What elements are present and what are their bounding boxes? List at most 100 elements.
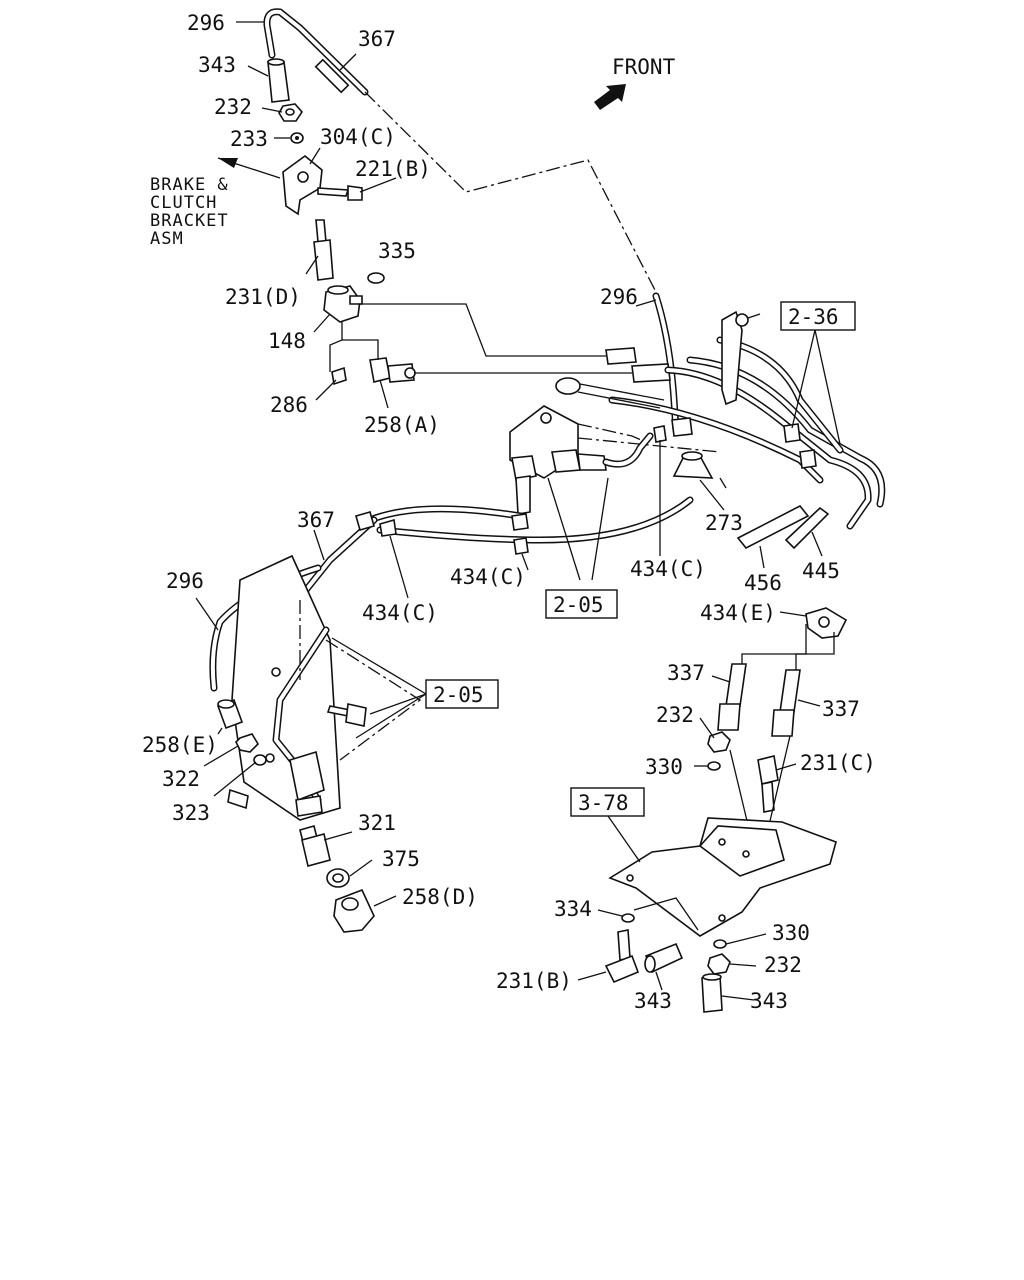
callout-434c-left: 434(C) — [362, 601, 438, 625]
callout-304c: 304(C) — [320, 125, 396, 149]
part-321 — [299, 825, 331, 867]
part-334 — [621, 913, 635, 923]
callout-296-top: 296 — [187, 11, 225, 35]
part-343-low-left — [644, 942, 684, 974]
part-335-oring — [367, 272, 385, 284]
line-148-to-286 — [329, 322, 343, 372]
callout-337-right: 337 — [822, 697, 860, 721]
callout-258d: 258(D) — [402, 885, 478, 909]
callout-232-mid: 232 — [656, 703, 694, 727]
callout-296-mid: 296 — [600, 285, 638, 309]
callout-330-mid: 330 — [645, 755, 683, 779]
callout-231d: 231(D) — [225, 285, 301, 309]
callout-343-low-left: 343 — [634, 989, 672, 1013]
callout-148: 148 — [268, 329, 306, 353]
ref-2-05-leader-a — [547, 477, 581, 581]
note-line-4: ASM — [150, 229, 184, 249]
callout-232-top: 232 — [214, 95, 252, 119]
part-337-left — [717, 663, 747, 731]
banjo-fitting — [555, 377, 665, 409]
ref-label-2-05-left: 2-05 — [433, 683, 484, 707]
fitting-right-of-block — [551, 449, 607, 473]
callout-258a: 258(A) — [364, 413, 440, 437]
ref-label-2-36: 2-36 — [788, 305, 839, 329]
ref-2-05-leader-b — [591, 477, 609, 581]
part-231d-stud — [313, 219, 334, 281]
ref-box-2-36 — [780, 301, 856, 331]
bolt-left-2-05 — [326, 703, 367, 727]
callout-343-low-right: 343 — [750, 989, 788, 1013]
ref-box-3-78 — [570, 787, 645, 817]
clips-434c-left — [355, 511, 397, 537]
part-148-valve — [323, 285, 363, 323]
callout-221b: 221(B) — [355, 157, 431, 181]
note-line-2: CLUTCH — [150, 193, 217, 213]
part-232-top — [278, 103, 304, 122]
part-343-low-right — [701, 973, 723, 1013]
top-hose-296-367 — [263, 8, 369, 96]
clips-434c-center — [511, 513, 529, 555]
clips-434c-right — [653, 417, 817, 469]
callout-273: 273 — [705, 511, 743, 535]
callout-375: 375 — [382, 847, 420, 871]
callout-434c-center: 434(C) — [450, 565, 526, 589]
callout-367-mid: 367 — [297, 508, 335, 532]
part-322 — [235, 733, 260, 753]
ref-box-2-05-left — [425, 679, 499, 709]
part-258a-fitting — [369, 357, 416, 383]
callout-334: 334 — [554, 897, 592, 921]
callout-434c-right: 434(C) — [630, 557, 706, 581]
callout-337-left: 337 — [667, 661, 705, 685]
callout-296-left: 296 — [166, 569, 204, 593]
part-258d — [333, 888, 375, 933]
chain-367 — [364, 91, 657, 293]
callout-231c: 231(C) — [800, 751, 876, 775]
callout-343-top: 343 — [198, 53, 236, 77]
part-231b — [604, 929, 640, 984]
brake-arrow-head — [218, 158, 238, 168]
line-148-to-258a — [342, 339, 379, 360]
part-231c — [757, 755, 779, 813]
callout-335: 335 — [378, 239, 416, 263]
part-296-mid-hose — [652, 292, 680, 434]
ref-box-2-05-center — [545, 589, 618, 619]
callout-323: 323 — [172, 801, 210, 825]
ref-label-2-05-center: 2-05 — [553, 593, 604, 617]
front-label: FRONT — [612, 55, 676, 79]
callout-367-top: 367 — [358, 27, 396, 51]
front-arrow-icon — [594, 84, 626, 110]
fittings-606-632 — [605, 347, 671, 383]
callout-233: 233 — [230, 127, 268, 151]
ref-label-3-78: 3-78 — [578, 791, 629, 815]
line-148-to-hose — [358, 303, 606, 357]
callout-321: 321 — [358, 811, 396, 835]
long-hose-lower — [366, 496, 694, 544]
part-456-hose — [736, 504, 810, 550]
callout-258e: 258(E) — [142, 733, 218, 757]
callout-330-low: 330 — [772, 921, 810, 945]
part-232-low — [707, 953, 731, 975]
part-233 — [290, 132, 304, 144]
part-445-hose — [784, 506, 830, 550]
callout-445: 445 — [802, 559, 840, 583]
part-375 — [326, 868, 350, 888]
leader-lines — [195, 21, 823, 1001]
part-323 — [253, 754, 267, 766]
callout-434e: 434(E) — [700, 601, 776, 625]
part-343-top — [267, 58, 290, 103]
fitting-left-of-block — [511, 455, 537, 515]
callout-232-low: 232 — [764, 953, 802, 977]
callout-322: 322 — [162, 767, 200, 791]
part-221b-bolt — [317, 185, 363, 201]
note-line-3: BRACKET — [150, 211, 229, 231]
part-330-mid — [707, 761, 721, 771]
part-330-low — [713, 939, 727, 949]
bracket-top-right — [721, 310, 761, 406]
part-258e — [216, 698, 244, 730]
callout-456: 456 — [744, 571, 782, 595]
note-line-1: BRAKE & — [150, 175, 229, 195]
callout-286: 286 — [270, 393, 308, 417]
part-434e-clip — [805, 607, 848, 639]
part-3-78-bracket — [608, 817, 837, 937]
